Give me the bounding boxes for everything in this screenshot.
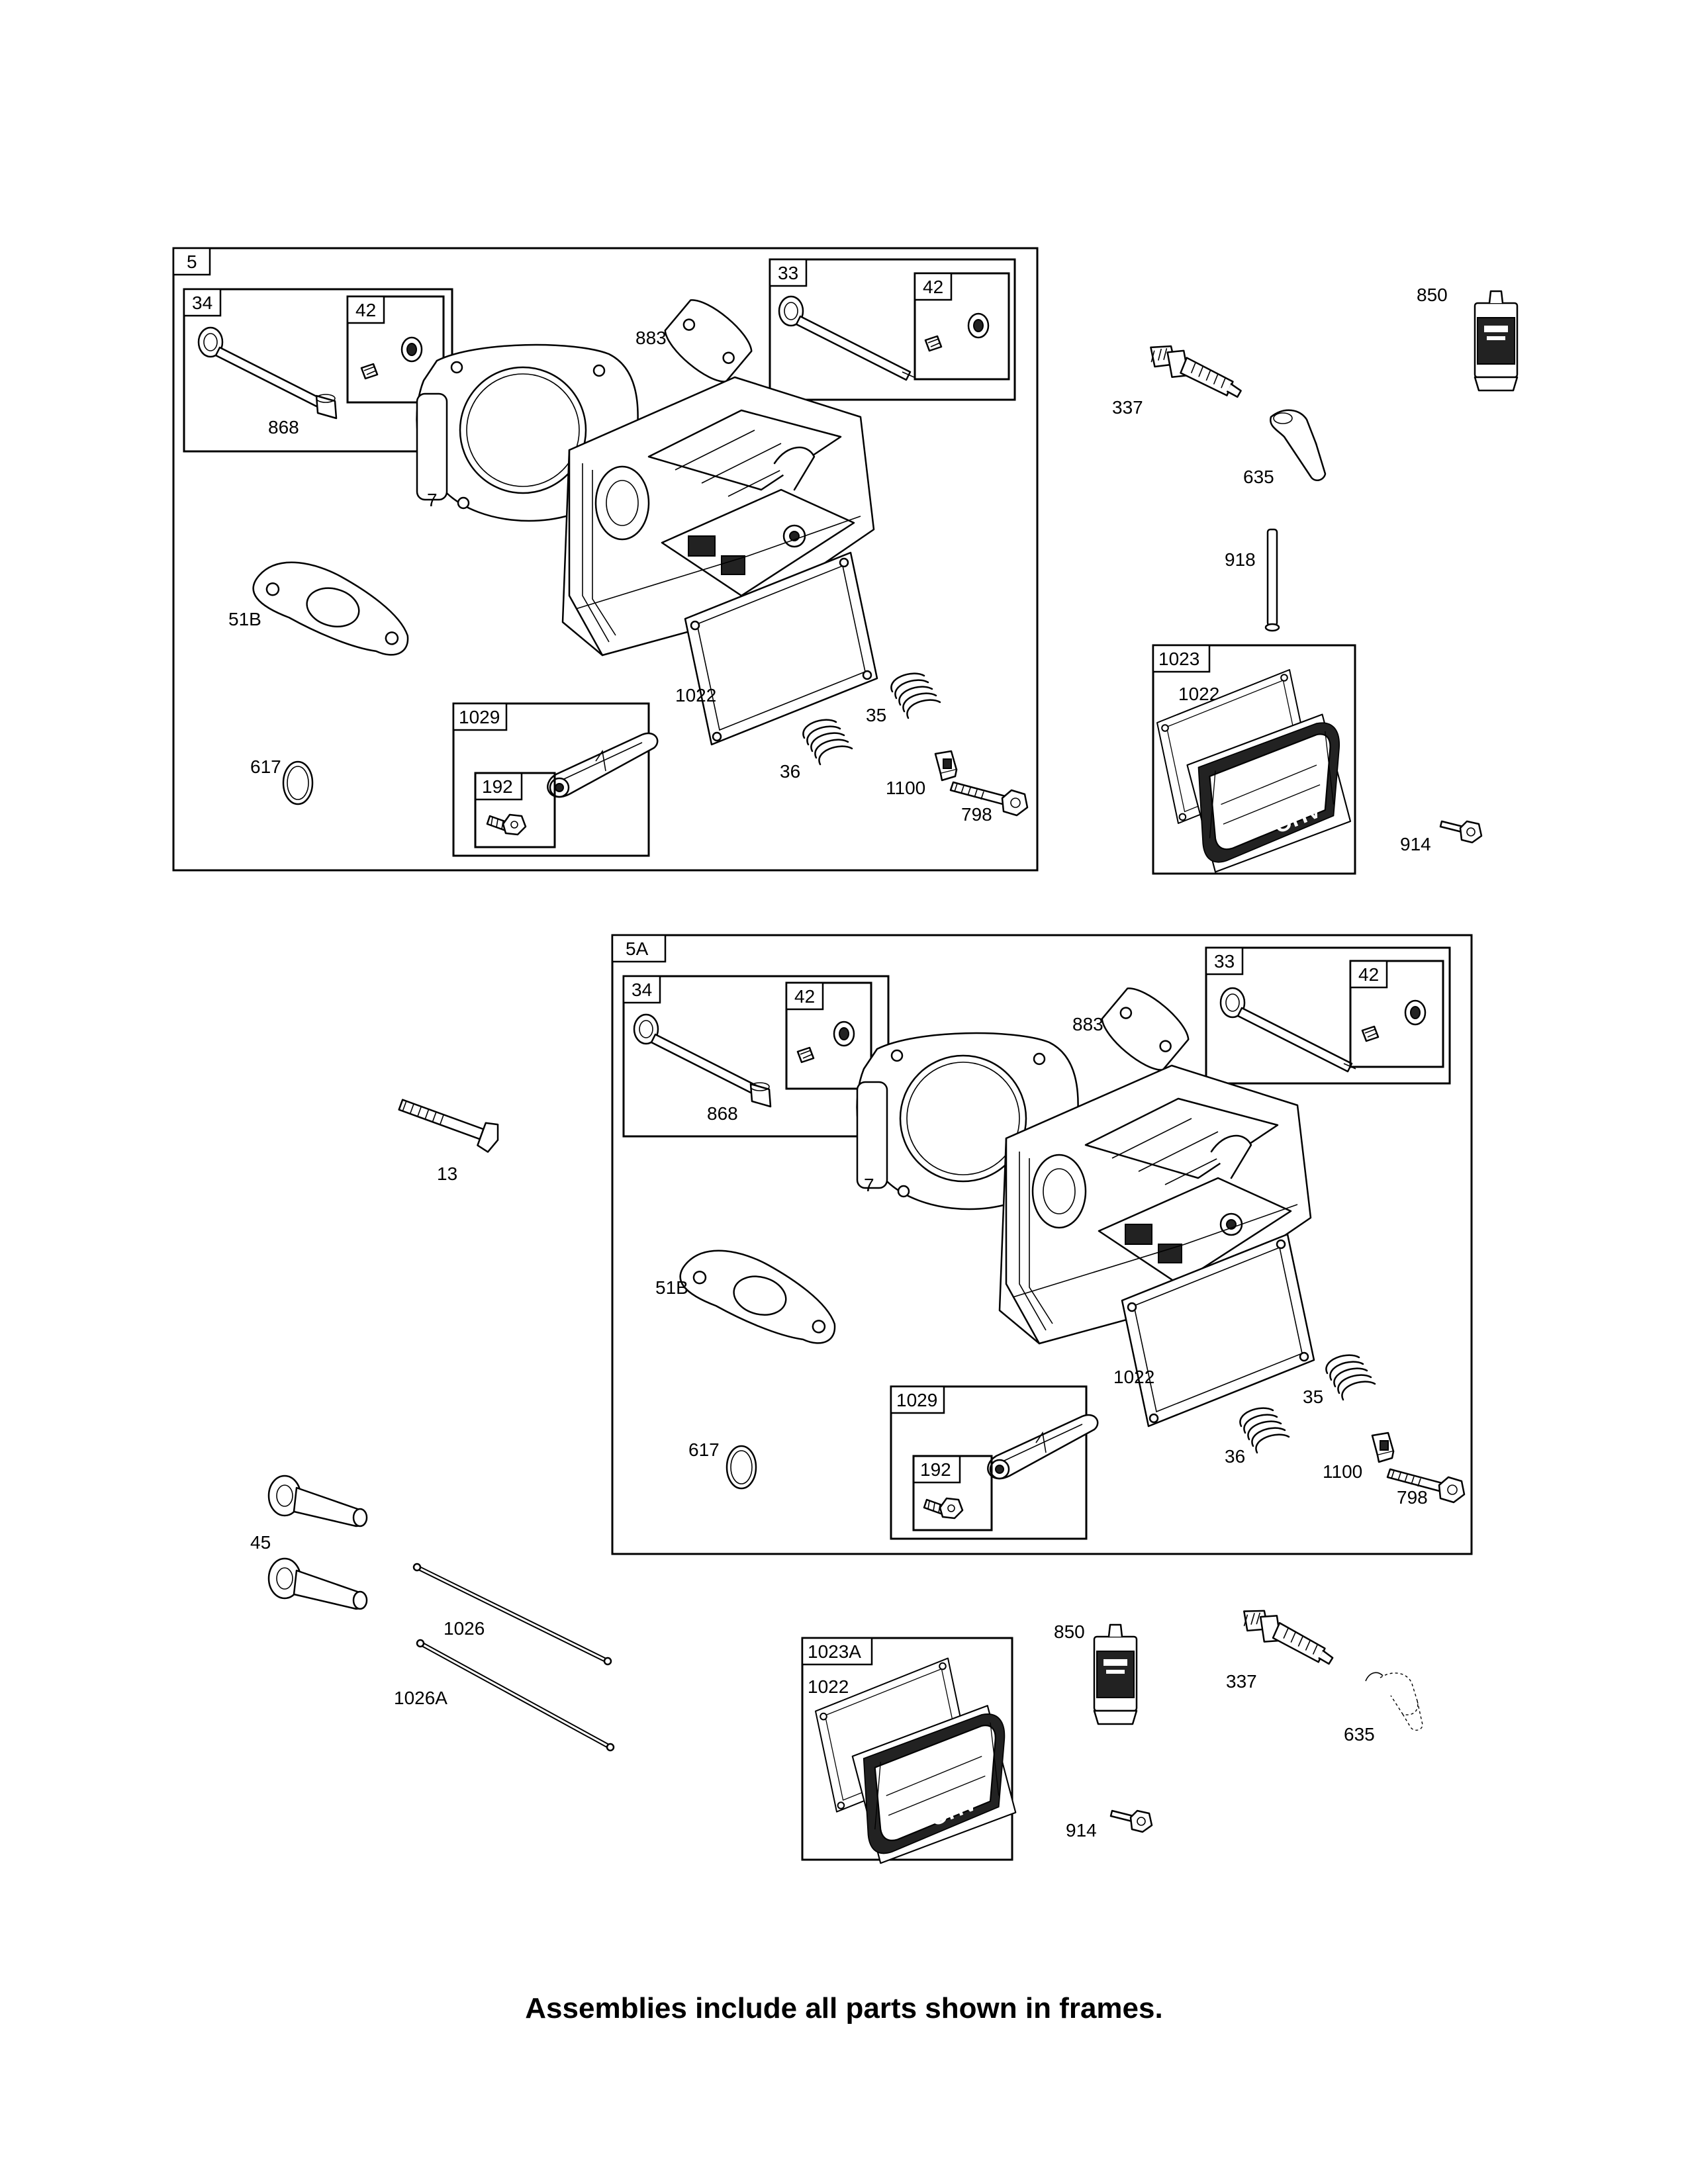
frame-tag-42: 42 xyxy=(1358,964,1379,985)
label-1022: 1022 xyxy=(1113,1367,1154,1387)
diagram-caption: Assemblies include all parts shown in fr… xyxy=(525,1992,1163,2025)
label-850: 850 xyxy=(1417,285,1448,305)
label-914: 914 xyxy=(1400,834,1431,854)
frame-tag-192: 192 xyxy=(920,1459,951,1480)
assembly-1023a: 1023A 1022 OHV xyxy=(801,1637,1017,1864)
label-1026a: 1026A xyxy=(394,1688,447,1708)
frame-tag-33: 33 xyxy=(778,263,798,283)
frame-tag-42: 42 xyxy=(355,300,376,320)
label-36: 36 xyxy=(1225,1446,1245,1467)
label-868: 868 xyxy=(707,1103,738,1124)
label-883: 883 xyxy=(1072,1014,1103,1034)
label-868: 868 xyxy=(268,417,299,437)
frame-tag-34: 34 xyxy=(192,293,212,313)
label-1100: 1100 xyxy=(1323,1461,1362,1482)
label-51b: 51B xyxy=(228,609,261,629)
label-617: 617 xyxy=(688,1439,720,1460)
label-7: 7 xyxy=(864,1175,874,1195)
frame-tag-42: 42 xyxy=(794,986,815,1007)
label-918: 918 xyxy=(1225,549,1256,570)
frame-tag-1029: 1029 xyxy=(896,1390,937,1410)
frame-tag-1023a: 1023A xyxy=(808,1641,861,1662)
label-798: 798 xyxy=(961,804,992,825)
frame-tag-1023: 1023 xyxy=(1158,649,1199,669)
label-798: 798 xyxy=(1397,1487,1428,1508)
label-51b: 51B xyxy=(655,1277,688,1298)
label-45: 45 xyxy=(250,1532,271,1553)
label-617: 617 xyxy=(250,756,281,777)
frame-tag-192: 192 xyxy=(482,776,513,797)
assembly-5a: 5A 34 868 42 33 42 883 7 51B 1022 xyxy=(611,934,1473,1555)
frame-tag-1029: 1029 xyxy=(459,707,500,727)
label-1100: 1100 xyxy=(886,778,925,798)
label-13: 13 xyxy=(437,1163,457,1184)
label-1026: 1026 xyxy=(444,1618,485,1639)
label-35: 35 xyxy=(1303,1387,1323,1407)
label-914: 914 xyxy=(1066,1820,1097,1841)
label-1022: 1022 xyxy=(675,685,716,705)
assembly-5: 5 34 868 42 33 42 883 7 51B xyxy=(172,247,1039,872)
label-337: 337 xyxy=(1226,1671,1257,1692)
frame-tag-5: 5 xyxy=(187,251,197,272)
loose-parts-bottom-left: 45 1026 1026A xyxy=(250,1475,615,1752)
frame-tag-42: 42 xyxy=(923,277,943,297)
label-1022: 1022 xyxy=(808,1676,849,1697)
loose-parts-bottom-right: 850 337 635 914 xyxy=(1054,1606,1423,1841)
label-850: 850 xyxy=(1054,1621,1085,1642)
part-13: 13 xyxy=(398,1099,499,1184)
label-35: 35 xyxy=(866,705,886,725)
frame-tag-34: 34 xyxy=(632,979,652,1000)
loose-parts-top-right: 850 337 635 918 1023 1022 OHV 914 xyxy=(1112,285,1519,875)
frame-tag-5a: 5A xyxy=(626,938,649,959)
label-635: 635 xyxy=(1344,1724,1375,1745)
label-883: 883 xyxy=(635,328,667,348)
label-635: 635 xyxy=(1243,467,1274,487)
frame-tag-33: 33 xyxy=(1214,951,1235,972)
label-36: 36 xyxy=(780,761,800,782)
label-337: 337 xyxy=(1112,397,1143,418)
label-7: 7 xyxy=(427,490,438,510)
